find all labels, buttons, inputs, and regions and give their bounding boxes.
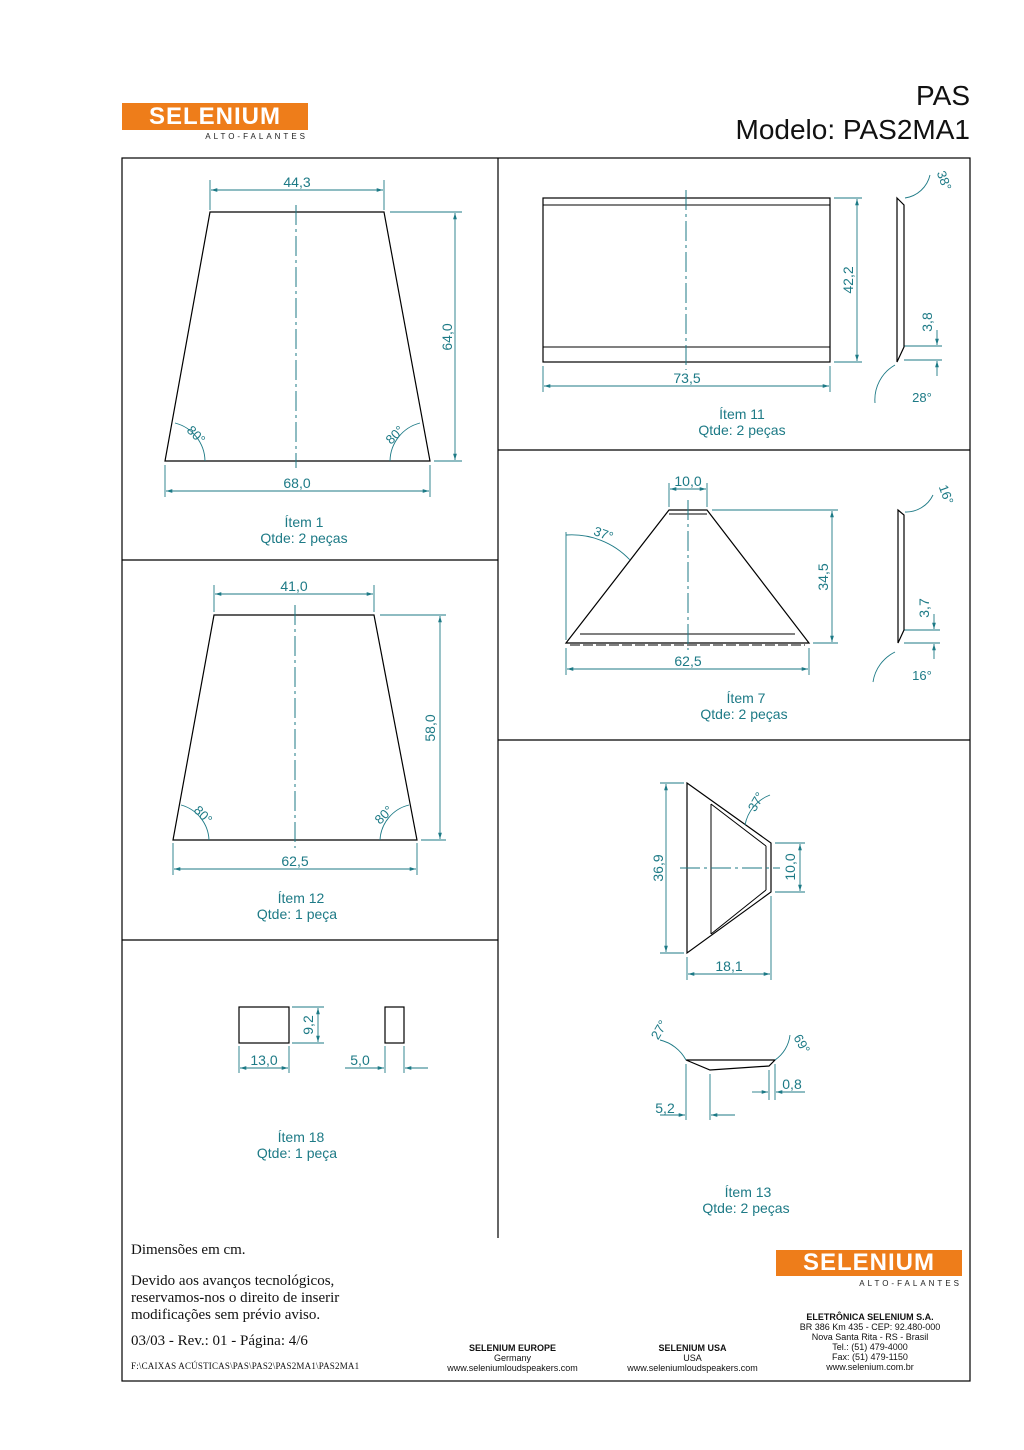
item13-front: 10,0 — [782, 853, 798, 880]
item18-drawing: 13,0 9,2 5,0 Ítem 18 Qtde: 1 peça — [238, 1006, 428, 1161]
item7-bottom-width: 62,5 — [674, 653, 701, 669]
item13-drawing: 36,9 18,1 10,0 37° 5,2 0,8 27° 69° Ítem … — [648, 781, 813, 1216]
item13-shape — [686, 781, 772, 955]
usa-country: USA — [683, 1353, 702, 1363]
item1-height: 64,0 — [439, 323, 455, 350]
document-title: PAS — [916, 80, 970, 111]
address-usa: SELENIUM USA USA www.seleniumloudspeaker… — [610, 1343, 775, 1373]
logo-tagline-footer: ALTO-FALANTES — [859, 1279, 962, 1288]
item7-edge: 3,7 — [916, 598, 932, 618]
br-addr2: Nova Santa Rita - RS - Brasil — [811, 1332, 929, 1342]
item1-name: Ítem 1 — [285, 514, 324, 530]
item7-angle-top: 16° — [936, 483, 957, 507]
item11-width: 73,5 — [673, 370, 700, 386]
item13-height: 36,9 — [650, 854, 666, 881]
br-tel: Tel.: (51) 479-4000 — [832, 1342, 908, 1352]
item13-angle: 37° — [745, 789, 768, 814]
selenium-logo: SELENIUM ALTO-FALANTES — [122, 103, 308, 141]
item1-bottom-width: 68,0 — [283, 475, 310, 491]
item12-top-width: 41,0 — [280, 578, 307, 594]
br-title: ELETRÔNICA SELENIUM S.A. — [806, 1312, 934, 1322]
item12-angle-right: 80° — [372, 803, 397, 828]
drawing-frame — [121, 157, 971, 1382]
item7-qty: Qtde: 2 peças — [700, 706, 787, 722]
item7-shape — [564, 509, 811, 644]
item11-name: Ítem 11 — [719, 406, 765, 422]
revision-info: 03/03 - Rev.: 01 - Página: 4/6 — [131, 1333, 308, 1349]
item13-small-b: 0,8 — [782, 1076, 802, 1092]
item11-edge: 3,8 — [919, 312, 935, 332]
logo-tagline: ALTO-FALANTES — [205, 132, 308, 141]
units-note: Dimensões em cm. — [131, 1242, 246, 1258]
item11-drawing: 73,5 42,2 3,8 38° 28° Ítem 11 Qtde: 2 pe… — [542, 169, 955, 438]
item12-height: 58,0 — [422, 714, 438, 741]
item1-angle-left: 80° — [184, 423, 209, 448]
item1-top-width: 44,3 — [283, 174, 310, 190]
item18-width: 13,0 — [250, 1052, 277, 1068]
usa-title: SELENIUM USA — [658, 1343, 727, 1353]
item12-shape — [172, 614, 418, 841]
br-site: www.selenium.com.br — [826, 1362, 914, 1372]
item11-side-profile — [896, 196, 905, 363]
item13-small-a: 5,2 — [655, 1100, 675, 1116]
logo-wordmark: SELENIUM — [122, 103, 308, 130]
item13-depth: 18,1 — [715, 958, 742, 974]
br-addr1: BR 386 Km 435 - CEP: 92.480-000 — [799, 1322, 941, 1332]
model-name: Modelo: PAS2MA1 — [735, 114, 971, 145]
item18-height: 9,2 — [300, 1015, 316, 1035]
item18-side — [384, 1006, 405, 1044]
item13-profile — [685, 1059, 777, 1071]
item11-angle-bottom: 28° — [912, 390, 932, 405]
item13-name: Ítem 13 — [725, 1184, 772, 1200]
item1-qty: Qtde: 2 peças — [260, 530, 347, 546]
item7-name: Ítem 7 — [727, 690, 766, 706]
item13-angle-a: 27° — [648, 1017, 671, 1042]
item13-qty: Qtde: 2 peças — [702, 1200, 789, 1216]
item12-angle-left: 80° — [191, 803, 216, 828]
usa-site: www.seleniumloudspeakers.com — [627, 1363, 758, 1373]
europe-title: SELENIUM EUROPE — [468, 1343, 556, 1353]
notice-text: Devido aos avanços tecnológicos, reserva… — [131, 1273, 340, 1323]
item1-angle-right: 80° — [383, 423, 408, 448]
item18-front — [238, 1006, 290, 1044]
item7-angle-left: 37° — [592, 523, 616, 544]
item18-name: Ítem 18 — [278, 1129, 325, 1145]
address-europe: SELENIUM EUROPE Germany www.seleniumloud… — [430, 1343, 595, 1373]
item7-side-profile — [897, 508, 905, 644]
item1-shape — [164, 211, 431, 462]
item18-qty: Qtde: 1 peça — [257, 1145, 337, 1161]
item1-drawing: 44,3 68,0 64,0 80° 80° Ítem 1 Qtde: 2 pe… — [164, 174, 462, 546]
item11-qty: Qtde: 2 peças — [698, 422, 785, 438]
item12-name: Ítem 12 — [278, 890, 325, 906]
logo-wordmark-footer: SELENIUM — [776, 1250, 962, 1276]
br-fax: Fax: (51) 479-1150 — [832, 1352, 908, 1362]
address-brazil: ELETRÔNICA SELENIUM S.A. BR 386 Km 435 -… — [780, 1312, 960, 1372]
selenium-logo-footer: SELENIUM ALTO-FALANTES — [776, 1250, 962, 1288]
europe-country: Germany — [493, 1353, 531, 1363]
item7-height: 34,5 — [815, 563, 831, 590]
item11-angle-top: 38° — [934, 169, 955, 193]
item12-qty: Qtde: 1 peça — [257, 906, 337, 922]
item7-top-width: 10,0 — [674, 473, 701, 489]
item12-drawing: 41,0 62,5 58,0 80° 80° Ítem 12 Qtde: 1 p… — [172, 578, 446, 922]
item11-height: 42,2 — [840, 266, 856, 293]
file-path: F:\CAIXAS ACÚSTICAS\PAS\PAS2\PAS2MA1\PAS… — [131, 1361, 360, 1371]
item12-bottom-width: 62,5 — [281, 853, 308, 869]
item18-thickness: 5,0 — [350, 1052, 370, 1068]
item13-angle-b: 69° — [790, 1031, 813, 1056]
item7-drawing: 10,0 62,5 34,5 3,7 37° 16° 16° Ítem 7 Qt… — [564, 473, 957, 722]
item7-angle-bottom: 16° — [912, 668, 932, 683]
europe-site: www.seleniumloudspeakers.com — [447, 1363, 578, 1373]
